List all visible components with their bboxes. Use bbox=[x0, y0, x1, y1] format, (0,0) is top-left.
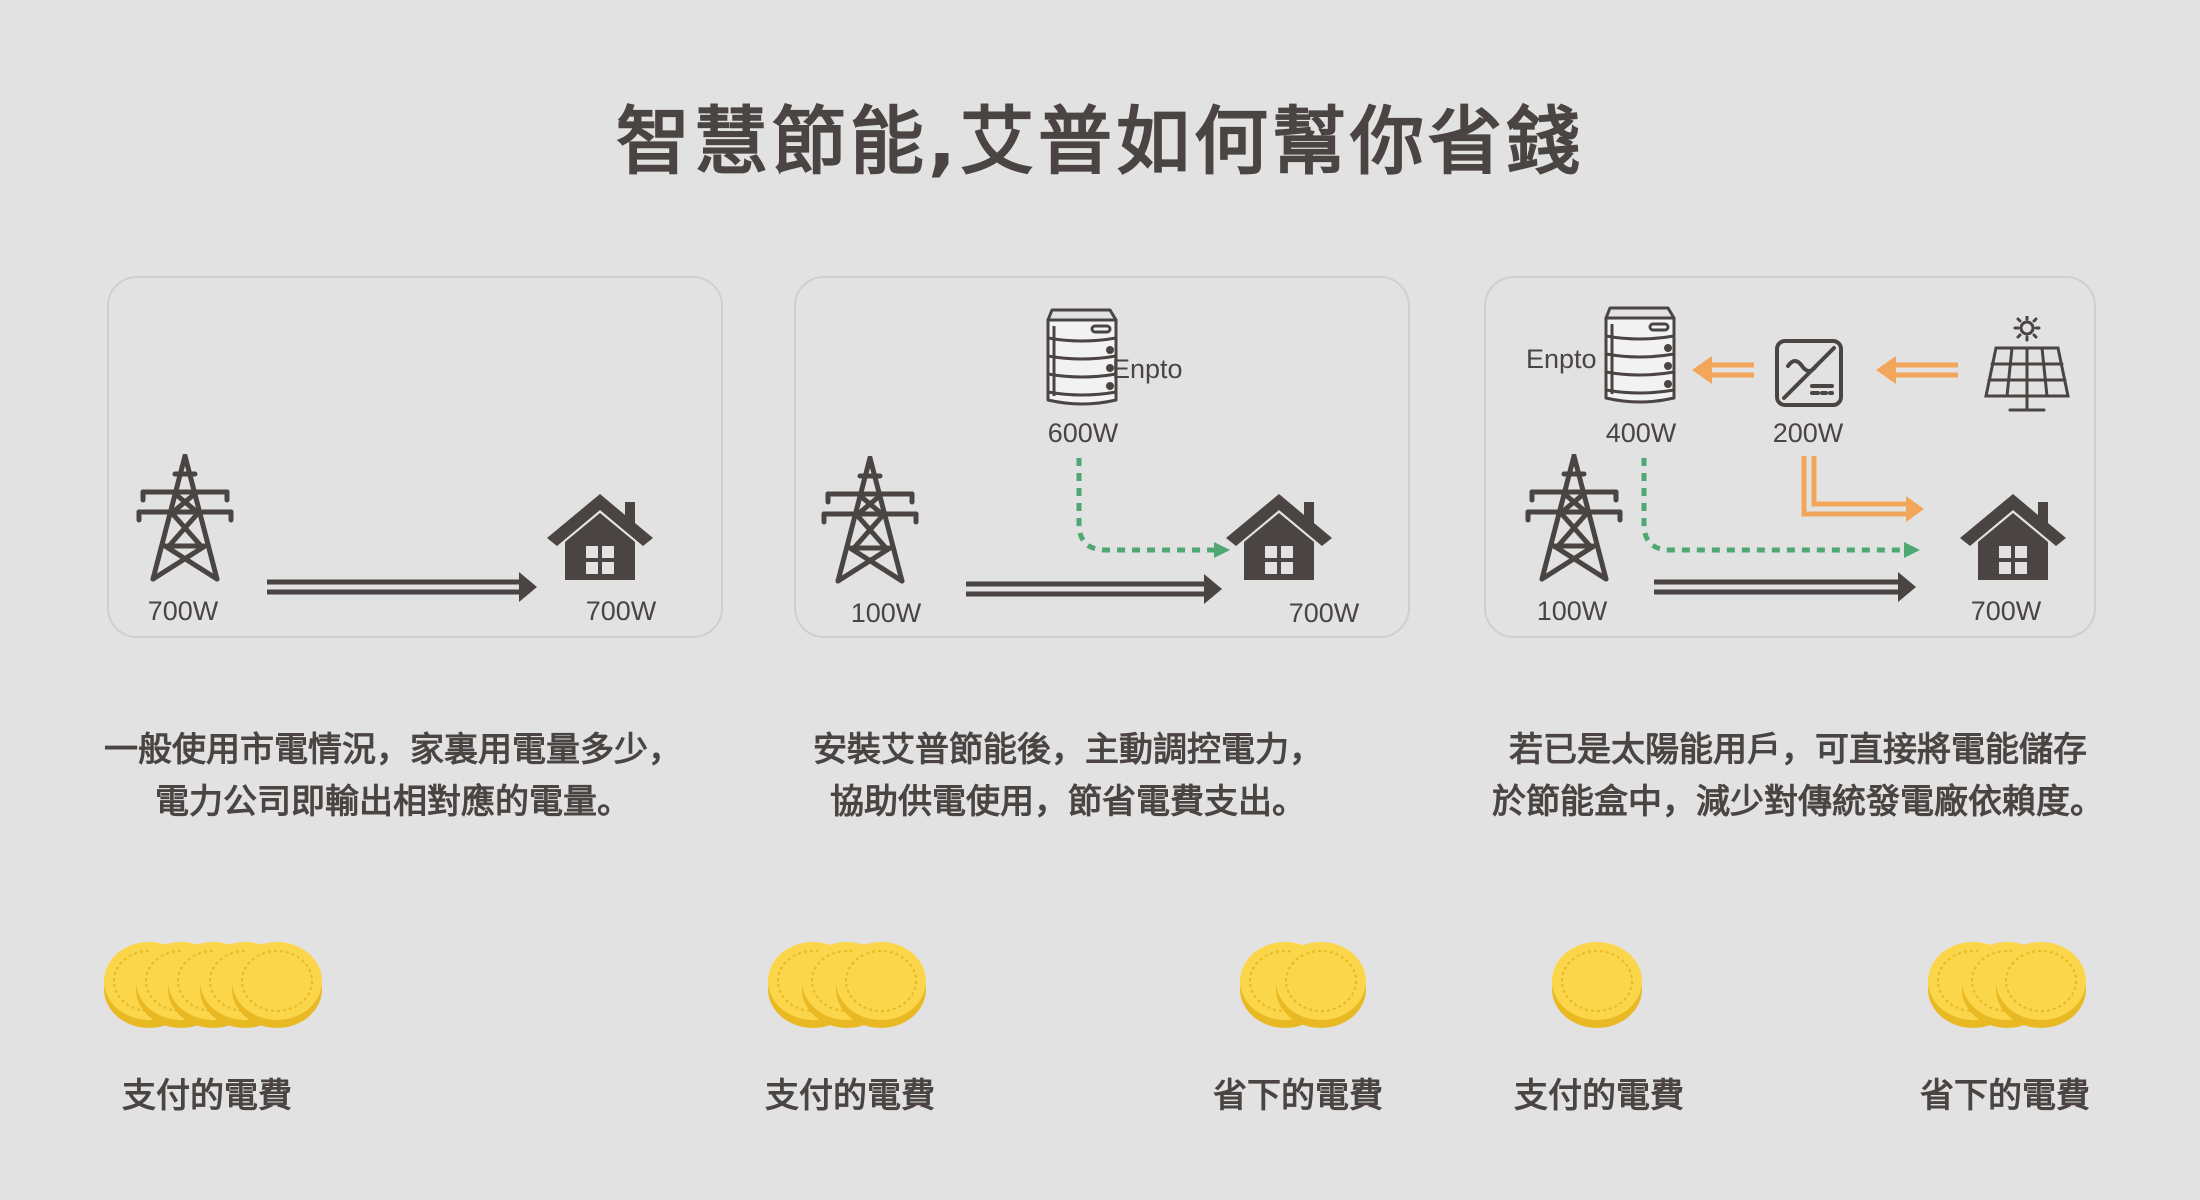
scenario-panel-solar: Enpto 400W 200W 100 bbox=[1484, 276, 2096, 638]
caption-grid-only: 一般使用市電情況，家裏用電量多少， 電力公司即輸出相對應的電量。 bbox=[100, 724, 686, 828]
battery-watts-label: 400W bbox=[1606, 418, 1677, 448]
solar-to-inverter-arrow bbox=[1876, 356, 1958, 384]
coin-label-saved-solar: 省下的電費 bbox=[1920, 1076, 2090, 1116]
battery-flow-arrowhead bbox=[1904, 542, 1920, 558]
inverter-to-battery-arrow bbox=[1692, 356, 1754, 384]
inverter-icon bbox=[1775, 339, 1843, 407]
inverter-to-house-arrowhead bbox=[1906, 496, 1924, 522]
battery-flow-arrow bbox=[1076, 458, 1214, 553]
coin-label-paid-grid: 支付的電費 bbox=[122, 1076, 292, 1116]
coin-icon bbox=[1275, 941, 1367, 1029]
house-icon bbox=[1226, 494, 1332, 580]
caption-line: 若已是太陽能用戶，可直接將電能儲存 bbox=[1509, 730, 2087, 770]
house-icon bbox=[1960, 494, 2066, 580]
house-icon bbox=[547, 494, 653, 580]
power-tower-icon bbox=[824, 458, 916, 581]
scenario-panel-grid-only: 700W 700W bbox=[107, 276, 723, 638]
battery-flow-arrow bbox=[1641, 458, 1904, 553]
coin-label-saved-battery: 省下的電費 bbox=[1213, 1076, 1383, 1116]
grid-flow-arrow bbox=[267, 572, 537, 602]
coin-stack-paid-battery bbox=[767, 941, 927, 1029]
power-tower-icon bbox=[139, 456, 231, 579]
house-watts-label: 700W bbox=[586, 596, 657, 626]
inverter-to-house-arrow bbox=[1801, 456, 1910, 517]
coin-icon bbox=[231, 941, 323, 1029]
caption-line: 安裝艾普節能後，主動調控電力， bbox=[813, 730, 1323, 770]
tower-watts-label: 100W bbox=[1537, 596, 1608, 626]
caption-line: 於節能盒中，減少對傳統發電廠依賴度。 bbox=[1492, 782, 2104, 822]
tower-watts-label: 100W bbox=[851, 598, 922, 628]
grid-flow-arrow bbox=[966, 574, 1222, 604]
battery-watts-label: 600W bbox=[1048, 418, 1119, 448]
coin-icon bbox=[1995, 941, 2087, 1029]
coin-stack-paid-solar bbox=[1551, 941, 1643, 1029]
coin-stack-paid-grid bbox=[103, 941, 323, 1029]
caption-line: 協助供電使用，節省電費支出。 bbox=[830, 782, 1306, 822]
inverter-watts-label: 200W bbox=[1773, 418, 1844, 448]
scenario-panel-battery: Enpto 600W 100W 700W bbox=[794, 276, 1410, 638]
caption-line: 電力公司即輸出相對應的電量。 bbox=[155, 782, 631, 822]
solar-panel-icon bbox=[1984, 316, 2070, 412]
coin-label-paid-solar: 支付的電費 bbox=[1514, 1076, 1684, 1116]
caption-battery: 安裝艾普節能後，主動調控電力， 協助供電使用，節省電費支出。 bbox=[788, 724, 1348, 828]
battery-name-label: Enpto bbox=[1526, 344, 1597, 374]
battery-name-label: Enpto bbox=[1112, 354, 1183, 384]
battery-icon bbox=[1046, 308, 1118, 406]
tower-watts-label: 700W bbox=[148, 596, 219, 626]
caption-solar: 若已是太陽能用戶，可直接將電能儲存 於節能盒中，減少對傳統發電廠依賴度。 bbox=[1488, 724, 2108, 828]
page-title: 智慧節能,艾普如何幫你省錢 bbox=[615, 99, 1585, 185]
grid-flow-arrow bbox=[1654, 572, 1916, 602]
house-watts-label: 700W bbox=[1289, 598, 1360, 628]
coin-icon bbox=[1551, 941, 1643, 1029]
coin-icon bbox=[835, 941, 927, 1029]
house-watts-label: 700W bbox=[1971, 596, 2042, 626]
coin-label-paid-battery: 支付的電費 bbox=[765, 1076, 935, 1116]
coin-stack-saved-battery bbox=[1239, 941, 1367, 1029]
battery-icon bbox=[1604, 306, 1676, 404]
coin-stack-saved-solar bbox=[1927, 941, 2087, 1029]
power-tower-icon bbox=[1528, 456, 1620, 579]
caption-line: 一般使用市電情況，家裏用電量多少， bbox=[104, 730, 682, 770]
battery-flow-arrowhead bbox=[1214, 542, 1230, 558]
